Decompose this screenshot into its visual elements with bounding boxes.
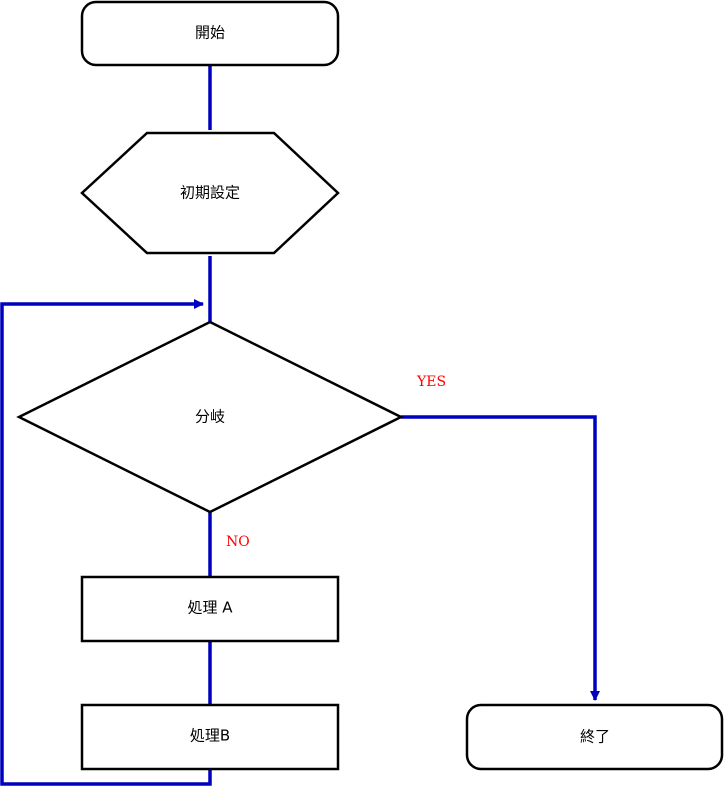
process-a-shape: [80, 575, 340, 643]
process-a-label: 処理 A: [187, 599, 233, 617]
start-label: 開始: [195, 24, 225, 42]
init-preparation-shape: [80, 131, 340, 255]
process-b-label: 処理B: [190, 727, 230, 745]
process-a-node: 処理 A: [80, 575, 340, 643]
start-node: 開始: [80, 0, 340, 67]
branch-decision-shape: [16, 320, 404, 514]
connector-loop-back: [0, 299, 212, 786]
init-label: 初期設定: [180, 184, 240, 202]
process-b-node: 処理B: [80, 703, 340, 771]
connector-branch-to-end: [401, 415, 600, 701]
connectors: [0, 66, 600, 786]
end-terminal-shape: [465, 703, 724, 771]
branch-label: 分岐: [195, 408, 225, 426]
yes-branch-label: YES: [416, 374, 446, 390]
init-node: 初期設定: [80, 131, 340, 255]
end-node: 終了: [465, 703, 724, 771]
branch-node: 分岐: [16, 320, 404, 514]
process-b-shape: [80, 703, 340, 771]
end-label: 終了: [580, 728, 610, 746]
start-terminal-shape: [80, 0, 340, 67]
no-branch-label: NO: [226, 534, 250, 550]
